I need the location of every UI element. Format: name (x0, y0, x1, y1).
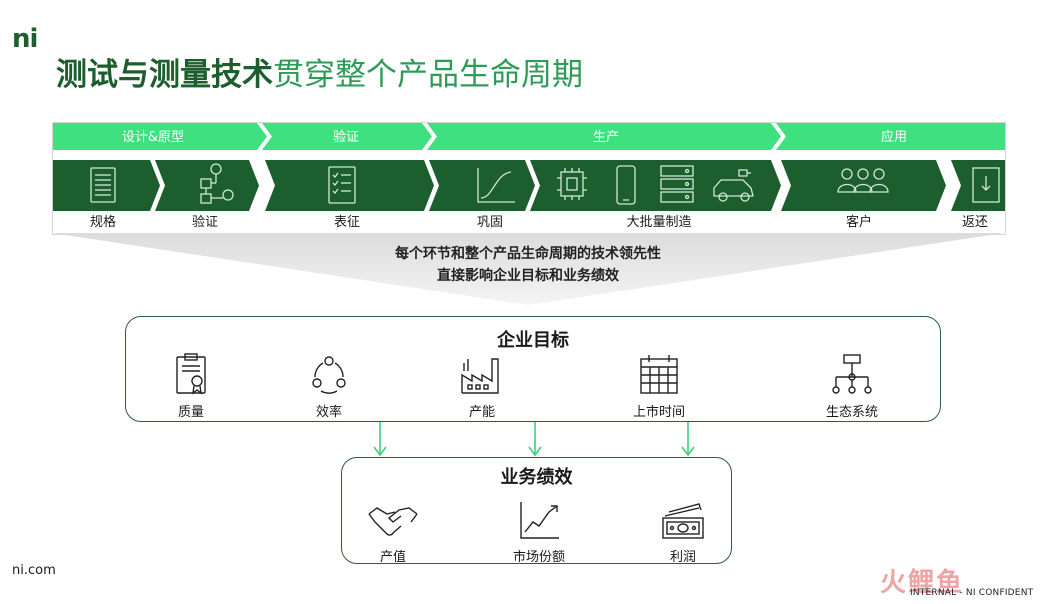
step-label-verify: 验证 (191, 215, 219, 230)
step-label-characterize: 表征 (333, 215, 361, 230)
hierarchy-icon (832, 354, 872, 394)
stage-label-production: 生产 (593, 130, 619, 145)
middle-text-line-2: 直接影响企业目标和业务绩效 (437, 268, 619, 284)
server-icon (660, 165, 694, 203)
step-label-customer: 客户 (845, 215, 873, 230)
step-bg-mass-production (530, 160, 781, 211)
perf-profit: 利润 (638, 502, 728, 565)
stage-label-verify: 验证 (333, 129, 359, 145)
chip-icon (557, 168, 587, 200)
step-bar (53, 160, 1005, 211)
down-arrow-2 (528, 422, 542, 457)
perf-label-profit: 利润 (669, 550, 696, 565)
step-label-spec: 规格 (89, 215, 117, 230)
step-bg-characterize (265, 160, 434, 211)
handshake-icon (368, 507, 418, 536)
certificate-icon (176, 353, 206, 395)
footer-site: ni.com (12, 563, 56, 578)
step-bg-verify (155, 160, 259, 211)
performance-title: 业务绩效 (500, 467, 573, 488)
funnel-shape (52, 233, 1004, 305)
step-label-consolidate: 巩固 (476, 215, 504, 230)
stage-bg-verify (262, 123, 432, 150)
lifecycle-band: 设计&原型 验证 生产 应用 (52, 122, 1006, 235)
title-part-2: 贯穿整个产品生命周期 (273, 57, 583, 93)
return-icon (972, 167, 1000, 203)
step-bg-consolidate (429, 160, 535, 211)
ni-logo: ni (12, 24, 38, 54)
perf-market-share: 市场份额 (494, 498, 584, 565)
business-performance-box: 业务绩效 产值 市场份额 利润 (341, 457, 732, 565)
step-bg-customer (781, 160, 946, 211)
goal-efficiency: 效率 (284, 353, 374, 420)
checklist-icon (328, 166, 356, 204)
funnel-region: 每个环节和整个产品生命周期的技术领先性 直接影响企业目标和业务绩效 (52, 233, 1004, 305)
goal-quality: 质量 (146, 353, 236, 420)
stage-bg-application (776, 123, 1005, 150)
phone-icon (616, 165, 636, 205)
footer-confidential: INTERNAL - NI CONFIDENT (910, 588, 1034, 598)
stage-bg-production (427, 123, 781, 150)
curve-chart-icon (477, 168, 515, 203)
goal-label-capacity: 产能 (468, 405, 495, 420)
calendar-icon (640, 355, 678, 394)
title-part-1: 测试与测量技术 (56, 57, 273, 93)
cycle-icon (312, 356, 346, 394)
goal-label-ecosystem: 生态系统 (825, 405, 878, 420)
goal-label-time-to-market: 上市时间 (632, 405, 685, 420)
stage-bar: 设计&原型 验证 生产 应用 (53, 123, 1005, 150)
perf-label-market-share: 市场份额 (512, 550, 565, 565)
goal-ecosystem: 生态系统 (807, 353, 897, 420)
watermark: 火鲤鱼 (880, 568, 965, 598)
document-icon (90, 167, 116, 203)
flowchart-icon (200, 163, 234, 204)
electric-car-icon (713, 169, 754, 202)
page-title: 测试与测量技术贯穿整个产品生命周期 (56, 56, 583, 94)
goals-title: 企业目标 (497, 330, 569, 351)
step-label-mass-production: 大批量制造 (626, 215, 692, 230)
perf-output: 产值 (348, 502, 438, 565)
down-arrow-1 (373, 422, 387, 457)
stage-bg-design (53, 123, 267, 150)
step-label-return: 返还 (961, 215, 989, 230)
goal-time-to-market: 上市时间 (614, 353, 704, 420)
people-icon (837, 168, 889, 193)
enterprise-goals-box: 企业目标 质量 效率 产能 上市时间 (125, 316, 941, 422)
down-arrow-3 (681, 422, 695, 457)
stage-label-design: 设计&原型 (122, 130, 184, 145)
goal-capacity: 产能 (437, 353, 527, 420)
growth-chart-icon (520, 502, 559, 539)
factory-icon (461, 358, 499, 394)
cash-icon (662, 503, 704, 539)
middle-text-line-1: 每个环节和整个产品生命周期的技术领先性 (395, 246, 661, 262)
perf-label-output: 产值 (379, 550, 406, 565)
goal-label-quality: 质量 (177, 405, 204, 420)
goal-label-efficiency: 效率 (315, 405, 342, 420)
stage-label-application: 应用 (881, 129, 907, 145)
step-bg-return (951, 160, 1005, 211)
